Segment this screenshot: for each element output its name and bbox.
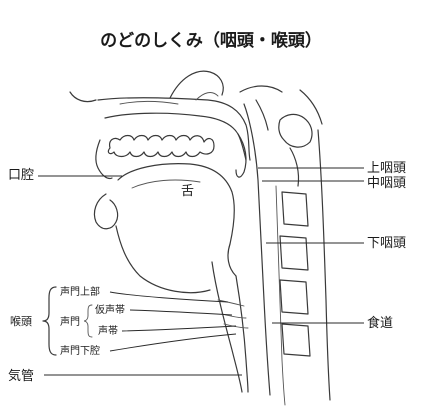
spinal-canal-line bbox=[318, 130, 330, 400]
label-oropharynx: 中咽頭 bbox=[367, 176, 406, 191]
skull-base-curve bbox=[240, 86, 282, 92]
label-vocal-cord: 声帯 bbox=[98, 324, 118, 337]
leader-vocal-cord bbox=[122, 326, 236, 331]
label-tongue: 舌 bbox=[181, 184, 194, 199]
turbinate-outline bbox=[196, 93, 218, 100]
vertebra-c4 bbox=[280, 236, 308, 270]
label-esophagus: 食道 bbox=[367, 315, 393, 331]
diagram-title: のどのしくみ（咽頭・喉頭） bbox=[100, 30, 322, 51]
jaw-outline bbox=[116, 226, 210, 293]
label-hypopharynx: 下咽頭 bbox=[367, 236, 406, 251]
label-supraglottis: 声門上部 bbox=[60, 285, 100, 298]
label-oral-cavity: 口腔 bbox=[8, 168, 34, 183]
vertebra-c5 bbox=[280, 280, 308, 314]
lower-lip-outline bbox=[94, 194, 117, 229]
leader-supraglottis bbox=[110, 292, 228, 302]
larynx-brace bbox=[43, 287, 56, 355]
label-larynx: 喉頭 bbox=[10, 315, 32, 328]
nasopharynx-roof bbox=[256, 100, 268, 130]
vertebra-c1 bbox=[279, 114, 312, 147]
pharynx-back-wall bbox=[244, 104, 270, 395]
skull-base-outline bbox=[300, 90, 322, 124]
label-subglottis: 声門下腔 bbox=[60, 344, 100, 357]
label-nasopharynx: 上咽頭 bbox=[367, 161, 406, 176]
palate-lower-outline bbox=[105, 113, 246, 160]
leader-false-vocal-cord bbox=[130, 310, 232, 315]
turbinate-outline-2 bbox=[120, 101, 178, 104]
label-false-vocal-cord: 仮声帯 bbox=[95, 303, 125, 316]
hard-palate-outline bbox=[98, 98, 250, 160]
upper-teeth bbox=[108, 136, 214, 157]
cervical-spine bbox=[276, 90, 330, 405]
nose-tip-outline bbox=[70, 92, 96, 102]
epiglottis-outline bbox=[228, 244, 236, 276]
vertebra-c2-dens bbox=[290, 148, 299, 186]
head-neck-sagittal-drawing bbox=[70, 71, 330, 405]
tongue-outline bbox=[118, 164, 234, 244]
vertebra-c6 bbox=[282, 324, 310, 356]
vertebra-c3 bbox=[282, 192, 308, 226]
glottis-brace bbox=[84, 305, 92, 337]
label-glottis: 声門 bbox=[60, 315, 80, 328]
leader-subglottis bbox=[110, 334, 236, 351]
label-trachea: 気管 bbox=[8, 368, 34, 384]
